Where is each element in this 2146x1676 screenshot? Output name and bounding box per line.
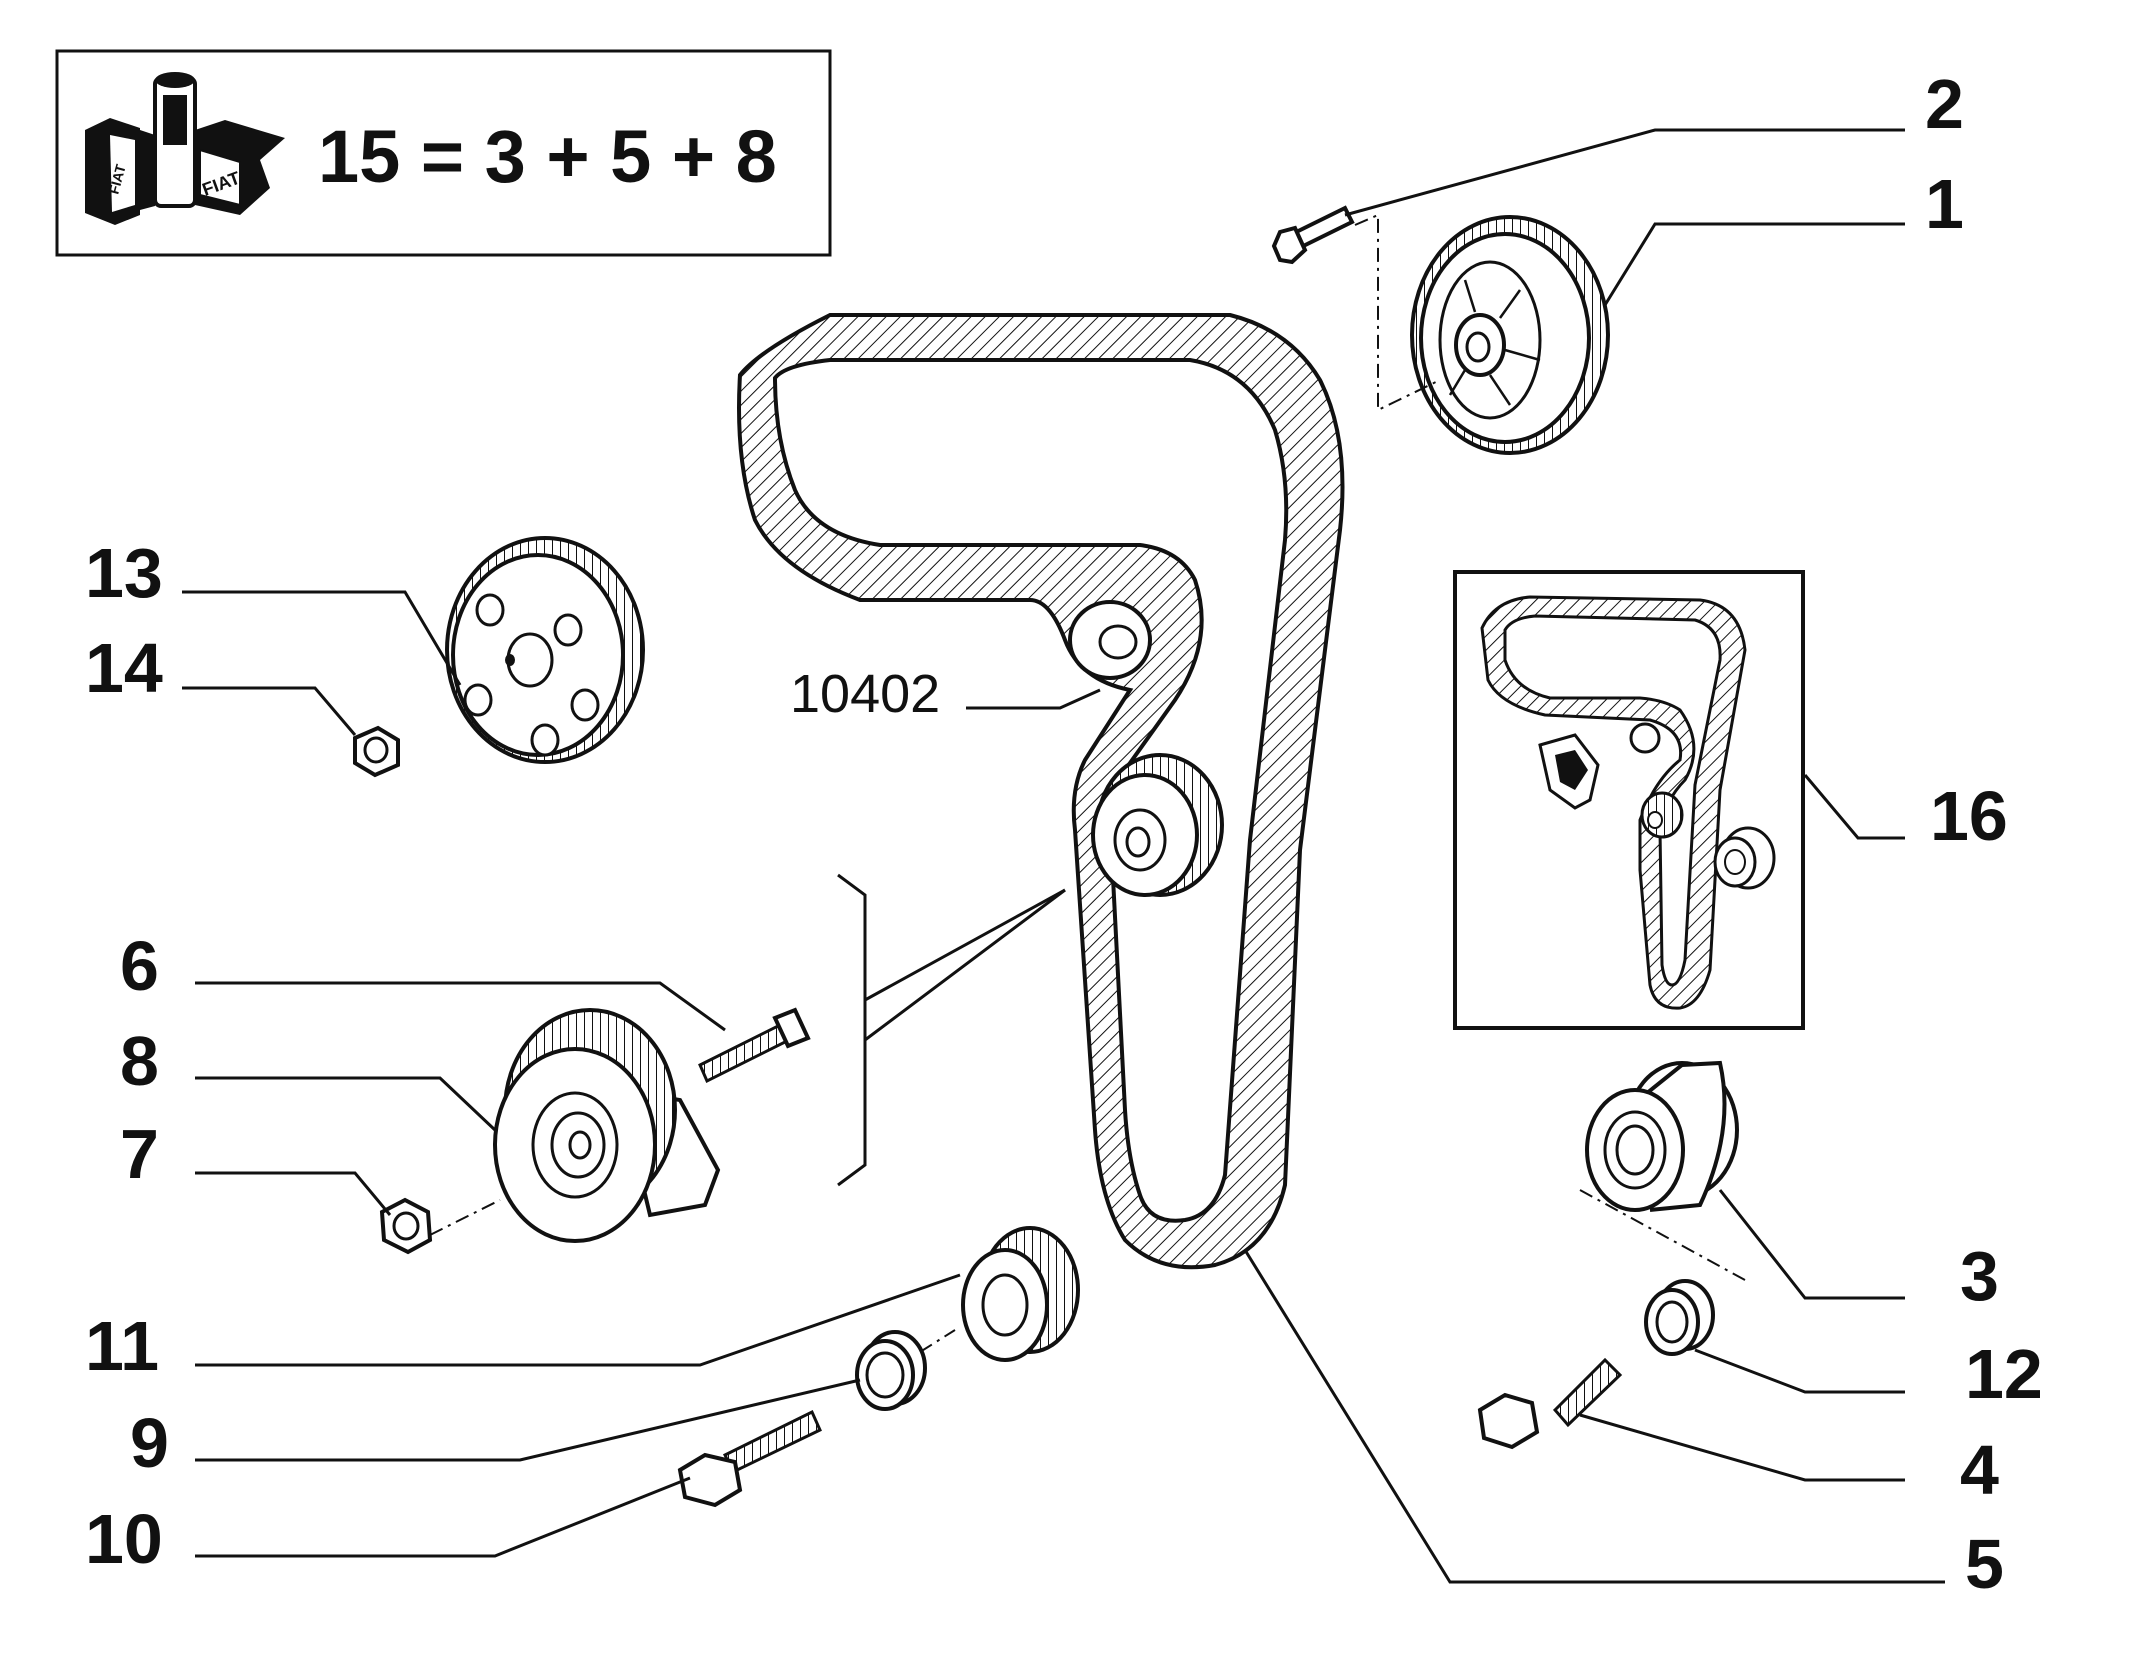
- callout-3: 3: [1960, 1237, 1999, 1315]
- callout-5: 5: [1965, 1525, 2004, 1603]
- belt-bracket: [837, 873, 1066, 1187]
- callout-9: 9: [130, 1404, 169, 1482]
- callout-11: 11: [85, 1307, 159, 1385]
- roller-icon: [1585, 1060, 1739, 1212]
- fiat-kit-logo-icon: FIAT FIAT: [85, 72, 285, 225]
- reference-code: 10402: [790, 664, 940, 724]
- logo-text-left: FIAT: [105, 162, 128, 196]
- callout-6: 6: [120, 927, 159, 1005]
- callout-16: 16: [1930, 777, 2008, 855]
- tensioner-icon: [493, 1008, 721, 1243]
- bolt-icon: [1477, 1357, 1623, 1450]
- bolt-icon: [698, 1007, 811, 1084]
- nut-icon: [379, 1197, 433, 1255]
- bolt-icon: [677, 1409, 822, 1508]
- callout-10: 10: [85, 1500, 163, 1578]
- kit-box: FIAT FIAT 15 = 3 + 5 + 8: [55, 49, 832, 257]
- nut-icon: [353, 725, 400, 778]
- callout-4: 4: [1960, 1431, 1999, 1509]
- spacer-icon: [1644, 1279, 1715, 1356]
- callout-7: 7: [120, 1115, 159, 1193]
- callout-13: 13: [85, 534, 163, 612]
- callout-8: 8: [120, 1022, 159, 1100]
- timing-belt-main: [737, 313, 1345, 1270]
- leader-lines: [182, 128, 1945, 1584]
- belt-pulley: [1091, 753, 1224, 897]
- inset-kit-16: [1453, 570, 1805, 1030]
- pulley-11: [961, 1226, 1080, 1362]
- callout-14: 14: [85, 629, 163, 707]
- spacer-icon: [855, 1330, 927, 1411]
- camshaft-gear-1: [1410, 215, 1610, 455]
- callout-12: 12: [1965, 1335, 2043, 1413]
- callout-labels: 1 2 3 4 5 6 7 8 9 10 11 12 13 14 16 1040…: [85, 65, 2043, 1603]
- callout-2: 2: [1925, 65, 1964, 143]
- intermediate-gear-13: [445, 536, 645, 764]
- callout-1: 1: [1925, 165, 1964, 243]
- bolt-icon: [1271, 205, 1355, 265]
- kit-formula: 15 = 3 + 5 + 8: [318, 115, 777, 198]
